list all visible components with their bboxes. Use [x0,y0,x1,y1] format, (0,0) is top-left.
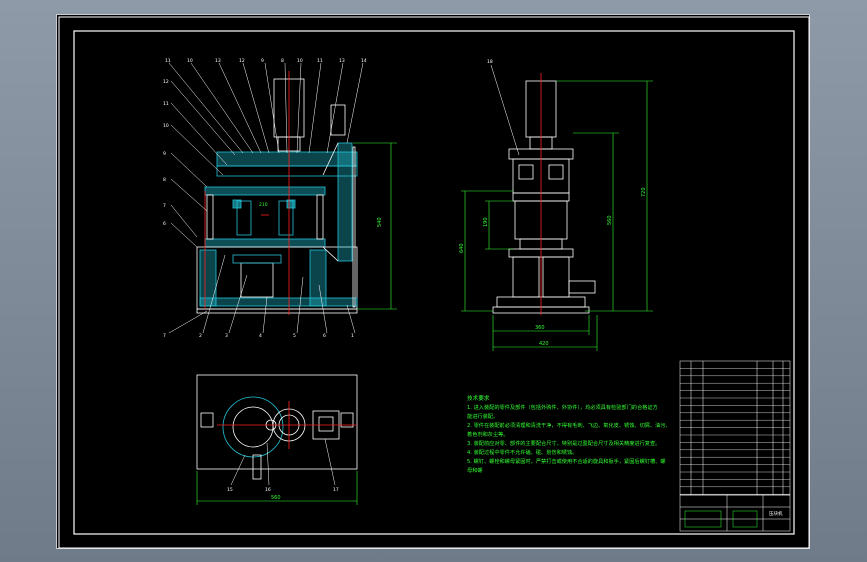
parts-rows [680,368,790,495]
balloon-top-6: 8 [281,58,284,64]
balloon-top-3: 13 [215,58,221,64]
side-dimensions [461,80,653,351]
balloon-bottom-3: 3 [225,333,228,339]
balloon-left-3: 10 [163,123,169,129]
side-dimension-texts: 720 560 640 190 360 420 [459,187,647,347]
balloon-plan-2: 16 [265,487,271,493]
dim-side-total: 720 [641,187,647,197]
front-balloon-leaders [168,62,364,334]
front-centerlines [204,71,290,315]
balloon-left-2: 11 [163,101,169,107]
dim-side-small: 190 [483,217,489,227]
balloon-top-2: 10 [187,58,193,64]
balloon-bottom-4: 4 [259,333,262,339]
balloon-left-7: 6 [163,221,166,227]
balloon-plan-1: 15 [227,487,233,493]
balloon-top-7: 10 [297,58,303,64]
balloon-left-1: 12 [163,79,169,85]
notes-line-8: 母和螺 [467,468,483,474]
dim-front-right: 540 [377,217,383,227]
notes-line-2: 能进行装配。 [467,414,499,420]
notes-line-5: 3. 装配前应对零、部件的主要配合尺寸，特别是过盈配合尺寸及相关精度进行复查。 [467,441,661,447]
dim-front-inner: 210 [259,202,268,208]
plan-view [196,374,358,480]
dim-side-base-outer: 420 [539,341,549,347]
front-view [196,78,358,314]
balloon-left-4: 9 [163,151,166,157]
notes-line-7: 5. 螺钉、螺栓和螺母紧固时，严禁打击或使用不合适的旋具和扳手，紧固后螺钉槽、螺 [467,459,666,465]
balloon-top-9: 13 [339,58,345,64]
inner-border [73,30,795,535]
parts-list [679,360,791,496]
plan-balloons: 15 16 17 [227,487,339,493]
cad-viewport[interactable]: 540 210 [56,14,810,549]
balloon-top-4: 12 [239,58,245,64]
balloon-top-10: 14 [361,58,367,64]
outer-border [58,16,810,549]
assembly-drawing: 540 210 [58,16,810,549]
side-balloon-leader [490,64,520,156]
balloon-bottom-6: 6 [323,333,326,339]
dim-plan-width: 560 [271,495,281,501]
front-dimensions [353,142,397,310]
balloon-bottom-5: 5 [293,333,296,339]
plan-dimension [196,471,358,505]
plan-balloon-leaders [230,438,336,486]
notes-line-6: 4. 装配过程中零件不允许磕、碰、划伤和锈蚀。 [467,450,578,456]
balloon-top-8: 11 [317,58,323,64]
side-view [492,80,596,314]
balloon-top-5: 9 [261,58,264,64]
front-balloons: 11 10 13 12 9 8 10 11 13 14 12 11 10 9 8… [163,58,367,339]
notes-line-1: 1. 进入装配的零件及部件（包括外购件、外协件），均必须具有检验部门的合格证方 [467,405,658,411]
plan-centerlines [217,401,357,449]
drawing-name: 压块机 [769,510,783,517]
title-block [679,494,791,532]
dim-side-left: 640 [459,243,465,253]
balloon-bottom-1: 7 [163,333,166,339]
balloon-top-1: 11 [165,58,171,64]
notes-line-3: 2. 零件在装配前必须清理和清洗干净，不得有毛刺、飞边、氧化皮、锈蚀、切屑、油污… [467,423,671,429]
dim-side-mid: 560 [607,215,613,225]
notes-title: 技术要求 [467,396,490,402]
technical-notes: 技术要求 1. 进入装配的零件及部件（包括外购件、外协件），均必须具有检验部门的… [467,395,677,476]
balloon-left-5: 8 [163,177,166,183]
balloon-side: 18 [487,59,493,65]
notes-line-4: 着色剂和灰尘等。 [467,432,509,438]
balloon-bottom-2: 2 [199,333,202,339]
balloon-left-6: 7 [163,203,166,209]
balloon-plan-3: 17 [333,487,339,493]
dim-side-base-inner: 360 [535,325,545,331]
balloon-bottom-7: 1 [351,333,354,339]
